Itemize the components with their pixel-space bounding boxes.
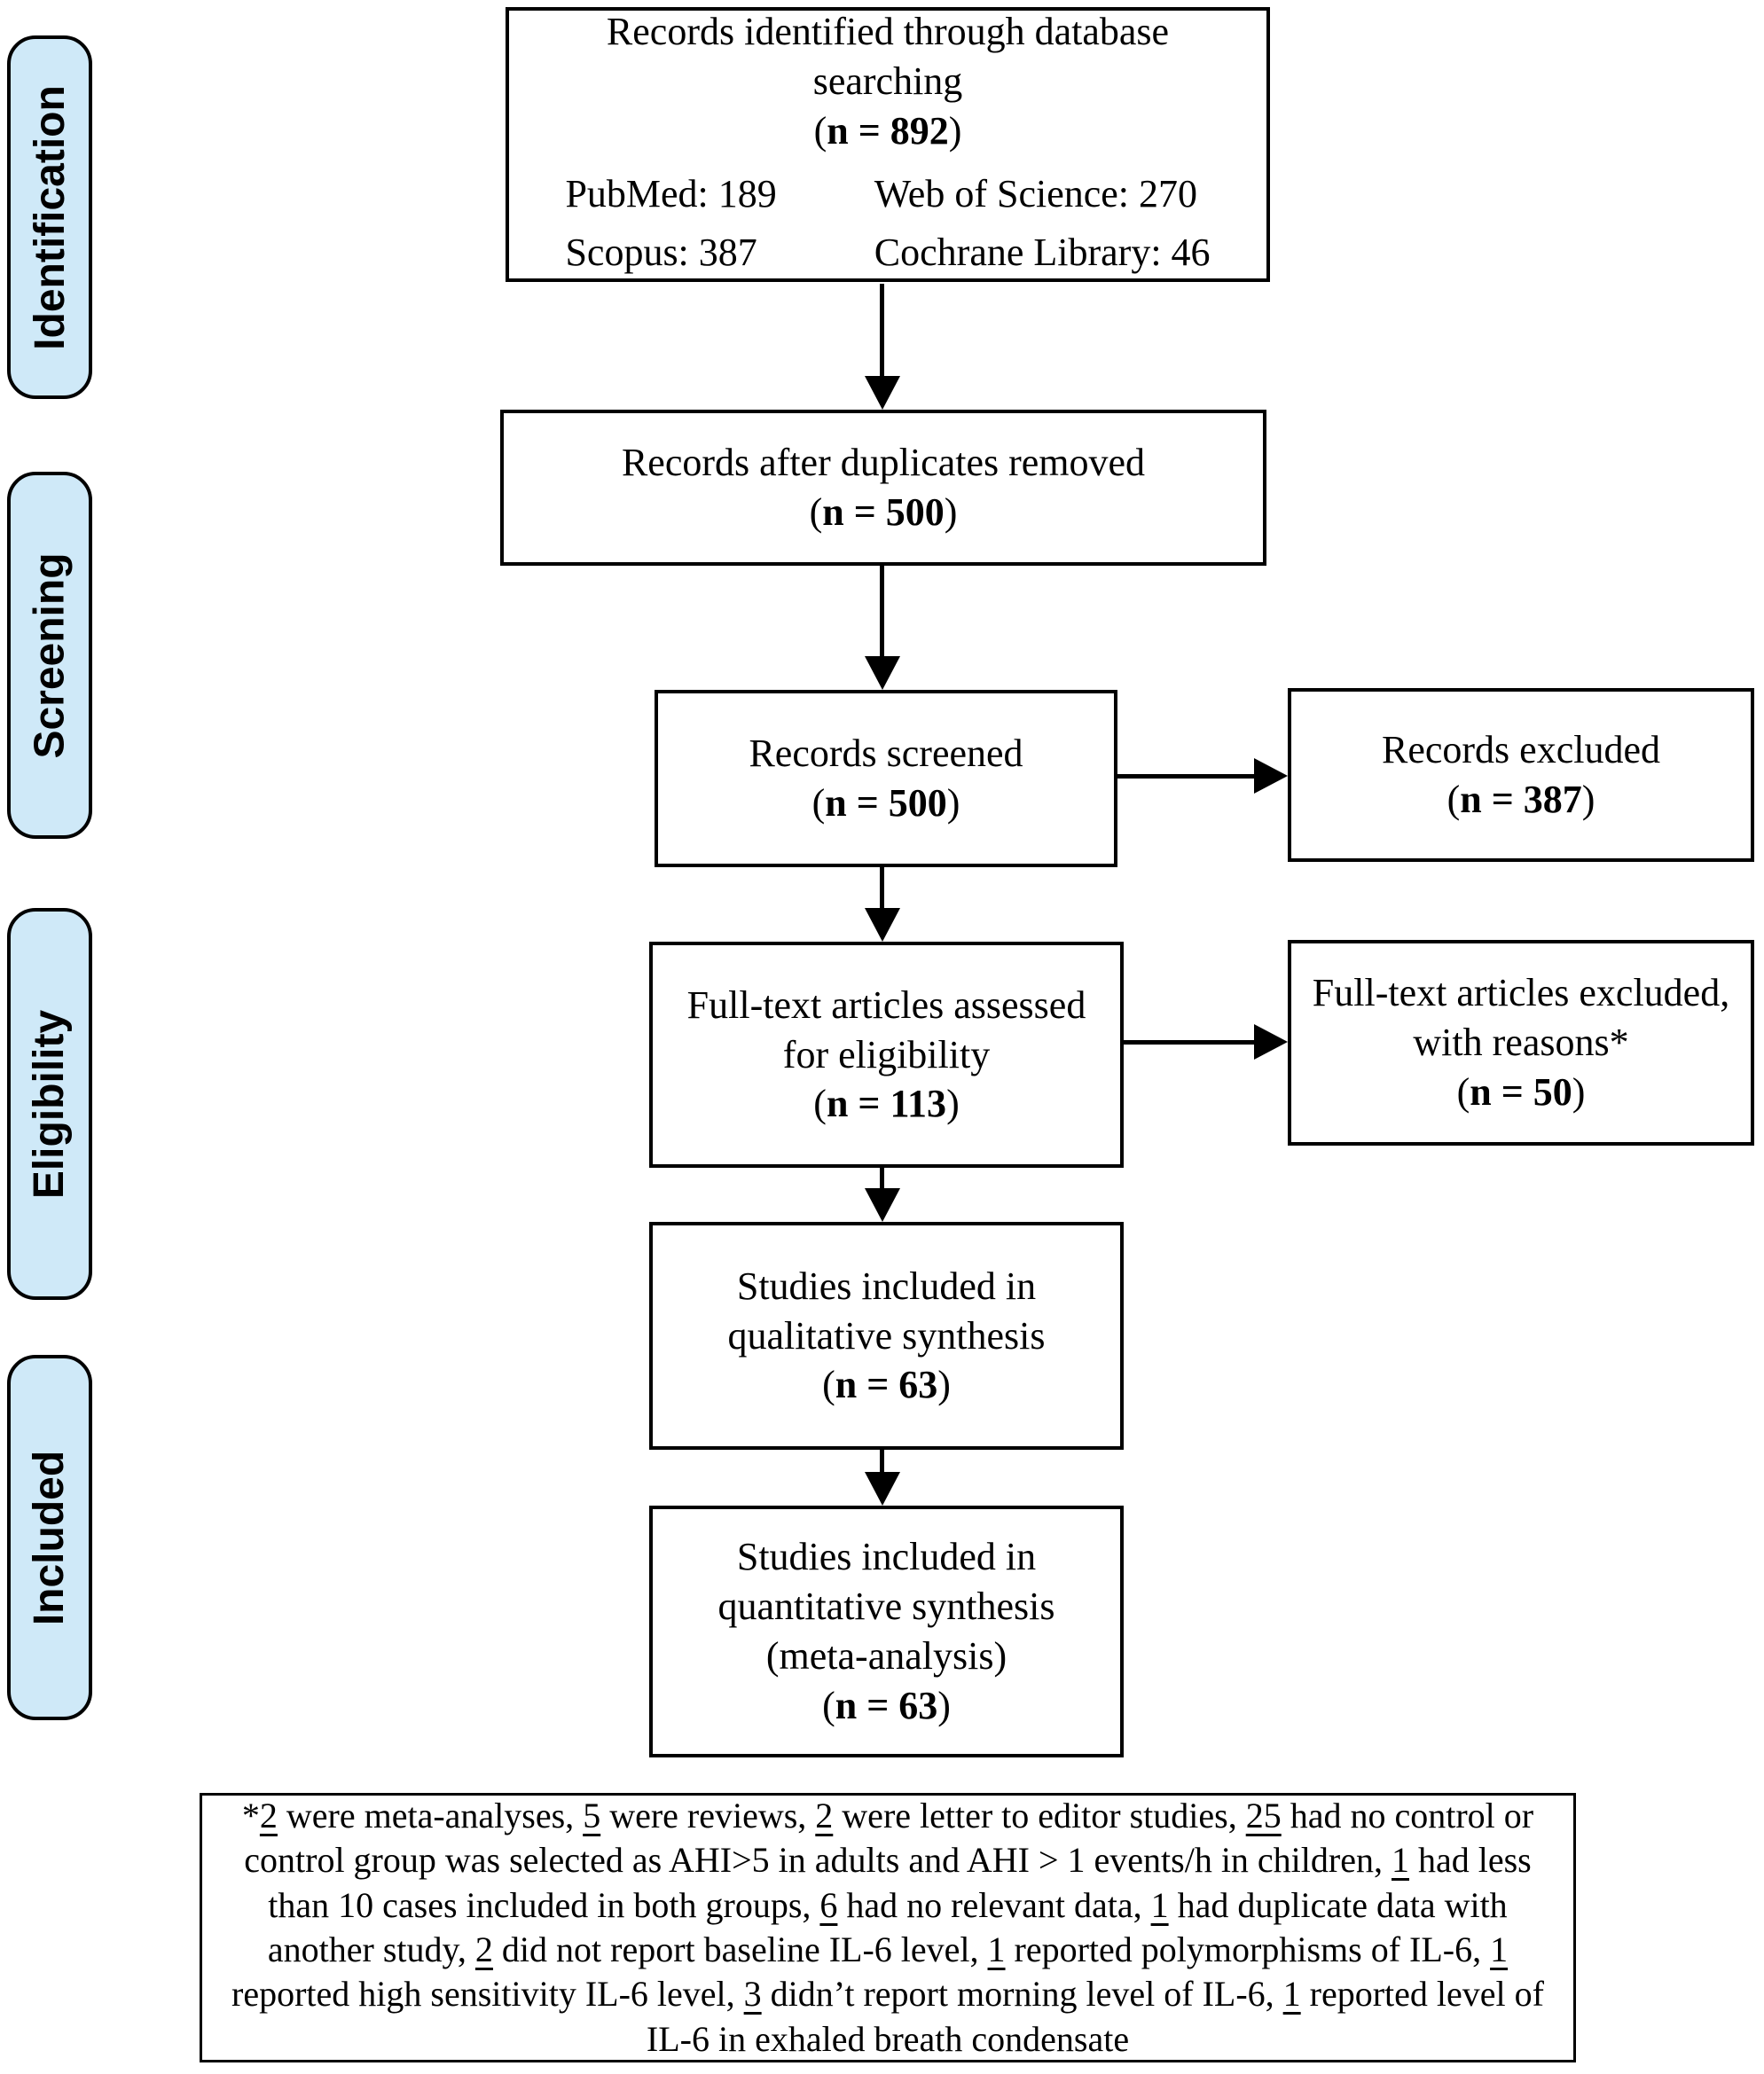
arrow-line [880,867,884,910]
arrowhead-down-icon [865,656,900,690]
box-duplicates-removed-n: (n = 500) [809,490,958,534]
box-duplicates-removed: Records after duplicates removed (n = 50… [500,410,1266,566]
stage-screening: Screening [7,472,92,839]
source-scopus: Scopus: 387 [565,230,757,274]
database-sources-col2: Web of Science: 270 Cochrane Library: 46 [874,165,1211,282]
arrow-line [880,284,884,378]
arrowhead-down-icon [865,376,900,410]
box-records-screened-n: (n = 500) [811,781,960,825]
stage-eligibility: Eligibility [7,908,92,1300]
box-quantitative-synthesis: Studies included in quantitative synthes… [649,1506,1124,1757]
box-qualitative-line2: qualitative synthesis [727,1313,1046,1358]
arrow-line [880,566,884,658]
box-quantitative-n: (n = 63) [822,1683,951,1727]
database-sources-col1: PubMed: 189 Scopus: 387 [565,165,776,282]
box-qualitative-n: (n = 63) [822,1363,951,1407]
box-fulltext-excluded: Full-text articles excluded, with reason… [1288,940,1754,1146]
source-cochrane: Cochrane Library: 46 [874,230,1211,274]
box-quantitative-line2: quantitative synthesis [717,1585,1055,1629]
box-records-identified-n: (n = 892) [813,108,962,153]
exclusion-reasons-footnote: *2 were meta-analyses, 5 were reviews, 2… [200,1793,1576,2062]
box-fulltext-assessed-line2: for eligibility [782,1032,991,1076]
database-sources: PubMed: 189 Scopus: 387 Web of Science: … [565,165,1210,282]
box-qualitative-line1: Studies included in [736,1264,1037,1308]
box-records-screened: Records screened (n = 500) [655,690,1117,867]
arrow-line [880,1450,884,1474]
arrow-line [880,1168,884,1190]
box-records-screened-line1: Records screened [749,732,1023,776]
arrowhead-right-icon [1254,1024,1288,1060]
box-fulltext-assessed: Full-text articles assessed for eligibil… [649,942,1124,1168]
stage-screening-label: Screening [26,552,74,759]
box-records-excluded-n: (n = 387) [1446,778,1595,821]
box-records-excluded-line1: Records excluded [1382,728,1660,772]
box-quantitative-line3: (meta-analysis) [765,1634,1007,1678]
stage-included: Included [7,1355,92,1720]
arrowhead-right-icon [1254,758,1288,794]
source-web-of-science: Web of Science: 270 [874,171,1198,215]
stage-identification: Identification [7,35,92,399]
arrowhead-down-icon [865,1188,900,1222]
stage-included-label: Included [26,1450,74,1625]
arrowhead-down-icon [865,1472,900,1506]
box-fulltext-excluded-n: (n = 50) [1456,1069,1586,1114]
box-fulltext-assessed-line1: Full-text articles assessed [686,982,1086,1027]
box-records-identified: Records identified through database sear… [506,7,1270,282]
arrow-line [1117,774,1256,779]
box-duplicates-removed-line1: Records after duplicates removed [621,441,1146,485]
box-records-identified-line2: searching [812,59,963,104]
box-records-excluded: Records excluded (n = 387) [1288,688,1754,862]
arrow-line [1124,1040,1254,1045]
box-fulltext-excluded-line1: Full-text articles excluded, [1312,971,1730,1015]
stage-eligibility-label: Eligibility [26,1009,74,1199]
arrowhead-down-icon [865,908,900,942]
box-quantitative-line1: Studies included in [736,1535,1037,1579]
source-pubmed: PubMed: 189 [565,171,777,215]
box-qualitative-synthesis: Studies included in qualitative synthesi… [649,1222,1124,1450]
box-fulltext-excluded-line2: with reasons* [1413,1021,1629,1065]
stage-identification-label: Identification [26,84,74,350]
box-fulltext-assessed-n: (n = 113) [813,1082,960,1126]
box-records-identified-line1: Records identified through database [606,10,1170,54]
exclusion-reasons-text: *2 were meta-analyses, 5 were reviews, 2… [231,1795,1544,2059]
